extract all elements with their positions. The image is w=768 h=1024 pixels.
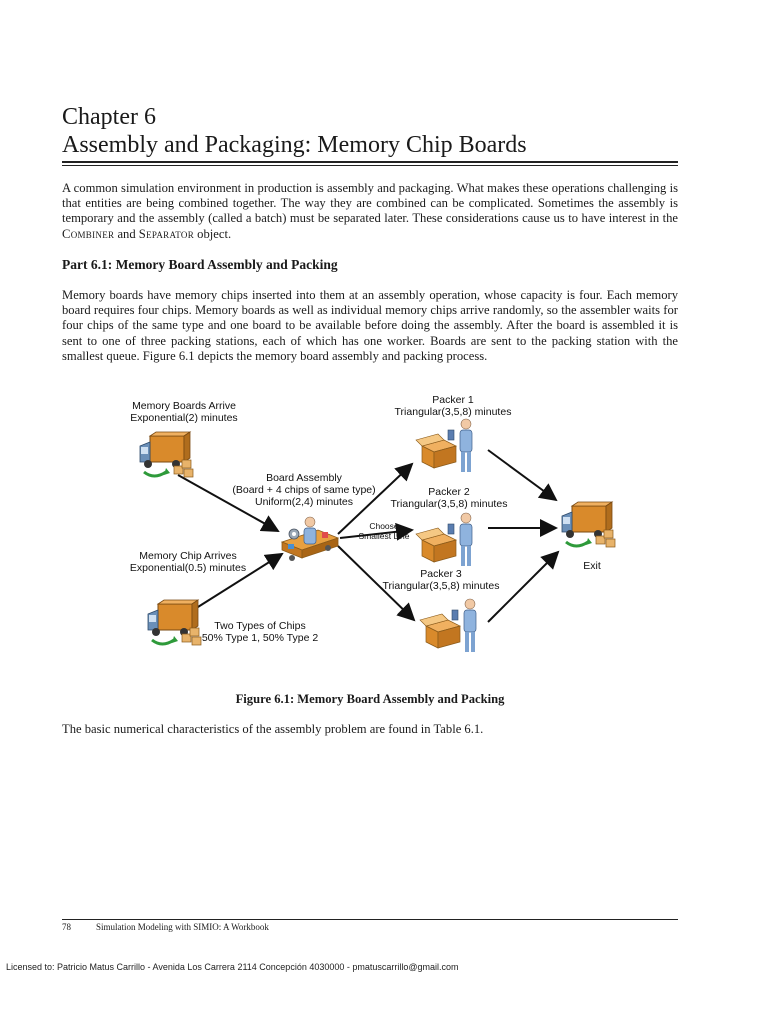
chip-arrives-label: Memory Chip Arrives Exponential(0.5) min…	[118, 550, 258, 574]
packer1-dist: Triangular(3,5,8) minutes	[394, 406, 512, 418]
chapter-number: Chapter 6	[62, 104, 156, 130]
packer1-title: Packer 1	[432, 394, 474, 406]
packer3-icon	[419, 598, 477, 653]
part-paragraph: Memory boards have memory chips inserted…	[62, 288, 678, 363]
title-rule-thin	[62, 165, 678, 166]
packer1-icon	[415, 418, 473, 473]
assembly-title: Board Assembly	[266, 472, 342, 484]
packer2-label: Packer 2 Triangular(3,5,8) minutes	[382, 486, 516, 510]
chapter-title: Assembly and Packaging: Memory Chip Boar…	[62, 132, 527, 158]
intro-paragraph: A common simulation environment in produ…	[62, 181, 678, 242]
packer1-label: Packer 1 Triangular(3,5,8) minutes	[386, 394, 520, 418]
combiner-term: Combiner	[62, 226, 115, 241]
exit-truck-icon	[560, 500, 617, 549]
license-line: Licensed to: Patricio Matus Carrillo - A…	[6, 962, 459, 972]
arrow-assembly-to-packer3	[337, 545, 416, 622]
arrow-assembly-to-packer1	[337, 462, 414, 535]
intro-text-before: A common simulation environment in produ…	[62, 181, 678, 226]
assembly-dist: Uniform(2,4) minutes	[254, 496, 354, 508]
packer3-label: Packer 3 Triangular(3,5,8) minutes	[374, 568, 508, 592]
boards-truck-icon	[138, 430, 195, 479]
arrow-packer1-to-exit	[487, 449, 558, 502]
assembly-station-icon	[280, 516, 340, 561]
chip-types-title: Two Types of Chips	[214, 620, 306, 632]
footer-page-number: 78	[62, 922, 71, 932]
footer-rule	[62, 919, 678, 920]
chip-arrives-dist: Exponential(0.5) minutes	[129, 562, 247, 574]
arrow-assembly-to-packer2	[339, 522, 414, 541]
choose-line1: Choose	[369, 521, 399, 531]
closing-paragraph: The basic numerical characteristics of t…	[62, 722, 484, 736]
packer3-title: Packer 3	[420, 568, 462, 580]
arrow-chips-to-assembly	[189, 552, 284, 613]
choose-line2: Smallest Line	[358, 531, 410, 541]
process-diagram	[138, 418, 617, 653]
chip-types-label: Two Types of Chips 50% Type 1, 50% Type …	[192, 620, 328, 644]
arrow-packer3-to-exit	[487, 550, 560, 623]
boards-arrive-title: Memory Boards Arrive	[132, 400, 236, 412]
intro-text-after: object.	[194, 226, 232, 241]
packer3-dist: Triangular(3,5,8) minutes	[382, 580, 500, 592]
packer2-icon	[415, 512, 473, 567]
part-heading: Part 6.1: Memory Board Assembly and Pack…	[62, 257, 338, 272]
assembly-label: Board Assembly (Board + 4 chips of same …	[214, 472, 394, 508]
choose-label: Choose Smallest Line	[346, 521, 422, 541]
exit-label: Exit	[583, 560, 601, 572]
boards-arrive-label: Memory Boards Arrive Exponential(2) minu…	[110, 400, 258, 424]
arrow-boards-to-assembly	[177, 474, 280, 532]
figure-caption: Figure 6.1: Memory Board Assembly and Pa…	[235, 692, 505, 706]
title-rule-thick	[62, 161, 678, 163]
process-figure: Memory Boards Arrive Exponential(2) minu…	[110, 388, 650, 668]
packer2-dist: Triangular(3,5,8) minutes	[390, 498, 508, 510]
boards-arrive-dist: Exponential(2) minutes	[130, 412, 238, 424]
chip-arrives-title: Memory Chip Arrives	[139, 550, 237, 562]
footer-book-title: Simulation Modeling with SIMIO: A Workbo…	[96, 922, 269, 932]
intro-and: and	[114, 226, 139, 241]
packer2-title: Packer 2	[428, 486, 470, 498]
assembly-rule: (Board + 4 chips of same type)	[232, 484, 376, 496]
flow-arrows	[177, 449, 560, 623]
separator-term: Separator	[138, 226, 195, 241]
chip-types-mix: 50% Type 1, 50% Type 2	[201, 632, 319, 644]
